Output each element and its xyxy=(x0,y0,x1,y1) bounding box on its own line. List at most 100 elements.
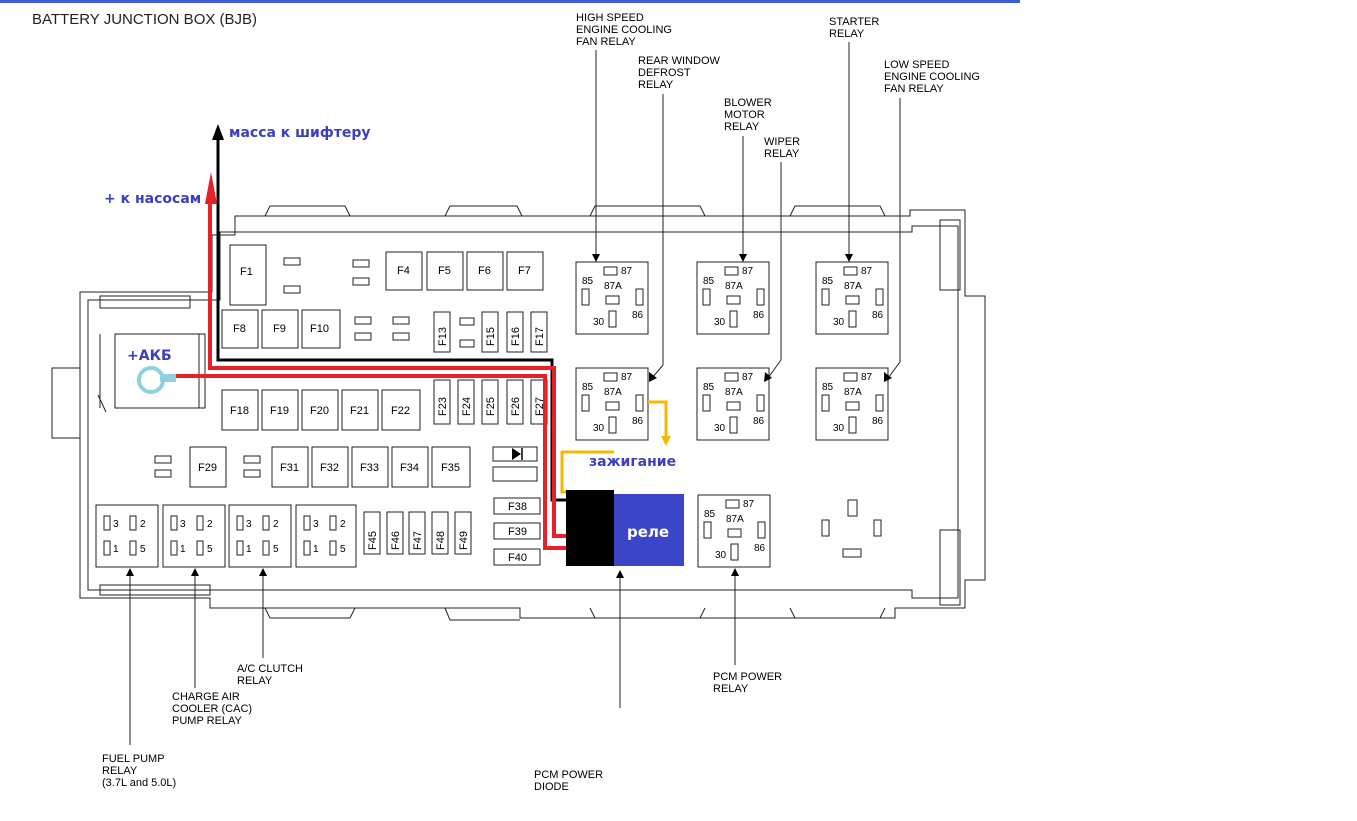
svg-text:F13: F13 xyxy=(437,327,449,346)
relay-starter: 87 85 87A 30 86 xyxy=(815,261,889,335)
svg-text:F46: F46 xyxy=(390,531,402,550)
svg-text:F24: F24 xyxy=(461,397,473,416)
svg-text:3: 3 xyxy=(246,519,252,530)
small-slots xyxy=(154,257,475,478)
pumps-annotation: + к насосам xyxy=(104,191,201,207)
relay-pin-label: 87A xyxy=(725,387,743,398)
mini-relay-1: 3 2 1 5 xyxy=(95,504,159,568)
svg-text:F34: F34 xyxy=(400,462,419,474)
mini-relay-3: 3 2 1 5 xyxy=(228,504,292,568)
relay-pin-label: 85 xyxy=(704,509,716,520)
svg-text:2: 2 xyxy=(140,519,146,530)
pcm-power-diode-slot xyxy=(492,446,538,482)
svg-text:F21: F21 xyxy=(350,405,369,417)
svg-text:F33: F33 xyxy=(360,462,379,474)
mini-relay-4: 3 2 1 5 xyxy=(295,504,357,568)
leader-arrowheads xyxy=(126,254,892,578)
relay-pin-label: 87A xyxy=(604,281,622,292)
label-diode-1: PCM POWER xyxy=(534,769,603,781)
svg-text:F35: F35 xyxy=(441,462,460,474)
svg-text:F49: F49 xyxy=(458,531,470,550)
battery-terminal-lug xyxy=(160,374,176,382)
relay-pin-label: 87 xyxy=(743,499,755,510)
label-fuel-2: RELAY xyxy=(102,765,138,777)
battery-positive-wire xyxy=(172,374,568,550)
svg-text:F5: F5 xyxy=(438,265,451,277)
relay-pin-label: 30 xyxy=(715,550,727,561)
relay-pin-label: 30 xyxy=(714,423,726,434)
relay-pin-label: 85 xyxy=(582,382,594,393)
relay-pin-label: 86 xyxy=(632,416,644,427)
label-pcmrelay-2: RELAY xyxy=(713,683,749,695)
svg-text:F39: F39 xyxy=(508,526,527,538)
svg-text:F16: F16 xyxy=(510,327,522,346)
relay-pin-label: 85 xyxy=(703,276,715,287)
svg-text:F8: F8 xyxy=(233,323,246,335)
label-hs-fan-1: HIGH SPEED xyxy=(576,12,644,24)
label-ac-1: A/C CLUTCH xyxy=(237,663,303,675)
svg-text:5: 5 xyxy=(340,544,346,555)
added-relay-box xyxy=(614,494,684,566)
relay-pin-label: 30 xyxy=(833,423,845,434)
pumps-positive-wire xyxy=(208,200,568,538)
svg-text:F23: F23 xyxy=(437,397,449,416)
relay-pin-label: 30 xyxy=(833,317,845,328)
label-cac-2: COOLER (CAC) xyxy=(172,703,252,715)
svg-text:5: 5 xyxy=(140,544,146,555)
svg-text:F7: F7 xyxy=(518,265,531,277)
label-lsfan-1: LOW SPEED xyxy=(884,59,949,71)
pumps-arrow xyxy=(205,172,217,204)
relay-pin-label: 30 xyxy=(714,317,726,328)
label-defrost-2: DEFROST xyxy=(638,67,691,79)
relay-pin-label: 87 xyxy=(621,266,633,277)
relay-pin-label: 87A xyxy=(726,514,744,525)
label-hs-fan-2: ENGINE COOLING xyxy=(576,24,672,36)
relay-pin-label: 87A xyxy=(844,281,862,292)
relay-pin-label: 86 xyxy=(632,310,644,321)
fuse-f1 xyxy=(229,244,267,306)
fuse-vertical-mid: F23 F24 F25 F26 F27 xyxy=(433,379,548,425)
svg-text:F26: F26 xyxy=(510,397,522,416)
label-cac-1: CHARGE AIR xyxy=(172,691,240,703)
ignition-wire-from-relay xyxy=(648,400,668,440)
fuse-vertical-top: F13 F15 F16 F17 xyxy=(433,311,548,353)
svg-text:F47: F47 xyxy=(412,531,424,550)
relay-pin-label: 85 xyxy=(582,276,594,287)
label-hs-fan-3: FAN RELAY xyxy=(576,36,636,48)
label-starter-2: RELAY xyxy=(829,28,865,40)
fuse-label: F1 xyxy=(240,266,253,278)
svg-text:F32: F32 xyxy=(320,462,339,474)
label-wiper-2: RELAY xyxy=(764,148,800,160)
svg-text:2: 2 xyxy=(340,519,346,530)
svg-text:1: 1 xyxy=(113,544,119,555)
relay-pin-label: 87 xyxy=(742,372,754,383)
svg-text:5: 5 xyxy=(273,544,279,555)
svg-text:F6: F6 xyxy=(478,265,491,277)
svg-text:5: 5 xyxy=(207,544,213,555)
svg-text:F4: F4 xyxy=(397,265,410,277)
relay-pin-label: 87 xyxy=(861,266,873,277)
svg-text:F9: F9 xyxy=(273,323,286,335)
mini-relay-2: 3 2 1 5 xyxy=(162,504,226,568)
svg-text:F45: F45 xyxy=(367,531,379,550)
added-relay-label: реле xyxy=(627,523,669,541)
svg-text:2: 2 xyxy=(207,519,213,530)
relay-pin-label: 85 xyxy=(822,276,834,287)
label-defrost-3: RELAY xyxy=(638,79,674,91)
relay-pin-label: 86 xyxy=(872,310,884,321)
svg-text:2: 2 xyxy=(273,519,279,530)
relay-socket-black xyxy=(566,490,614,566)
svg-text:1: 1 xyxy=(313,544,319,555)
battery-annotation: +АКБ xyxy=(127,348,172,364)
svg-text:F48: F48 xyxy=(435,531,447,550)
svg-text:F25: F25 xyxy=(485,397,497,416)
relay-pin-label: 86 xyxy=(872,416,884,427)
label-defrost-1: REAR WINDOW xyxy=(638,55,721,67)
relay-pin-label: 85 xyxy=(703,382,715,393)
